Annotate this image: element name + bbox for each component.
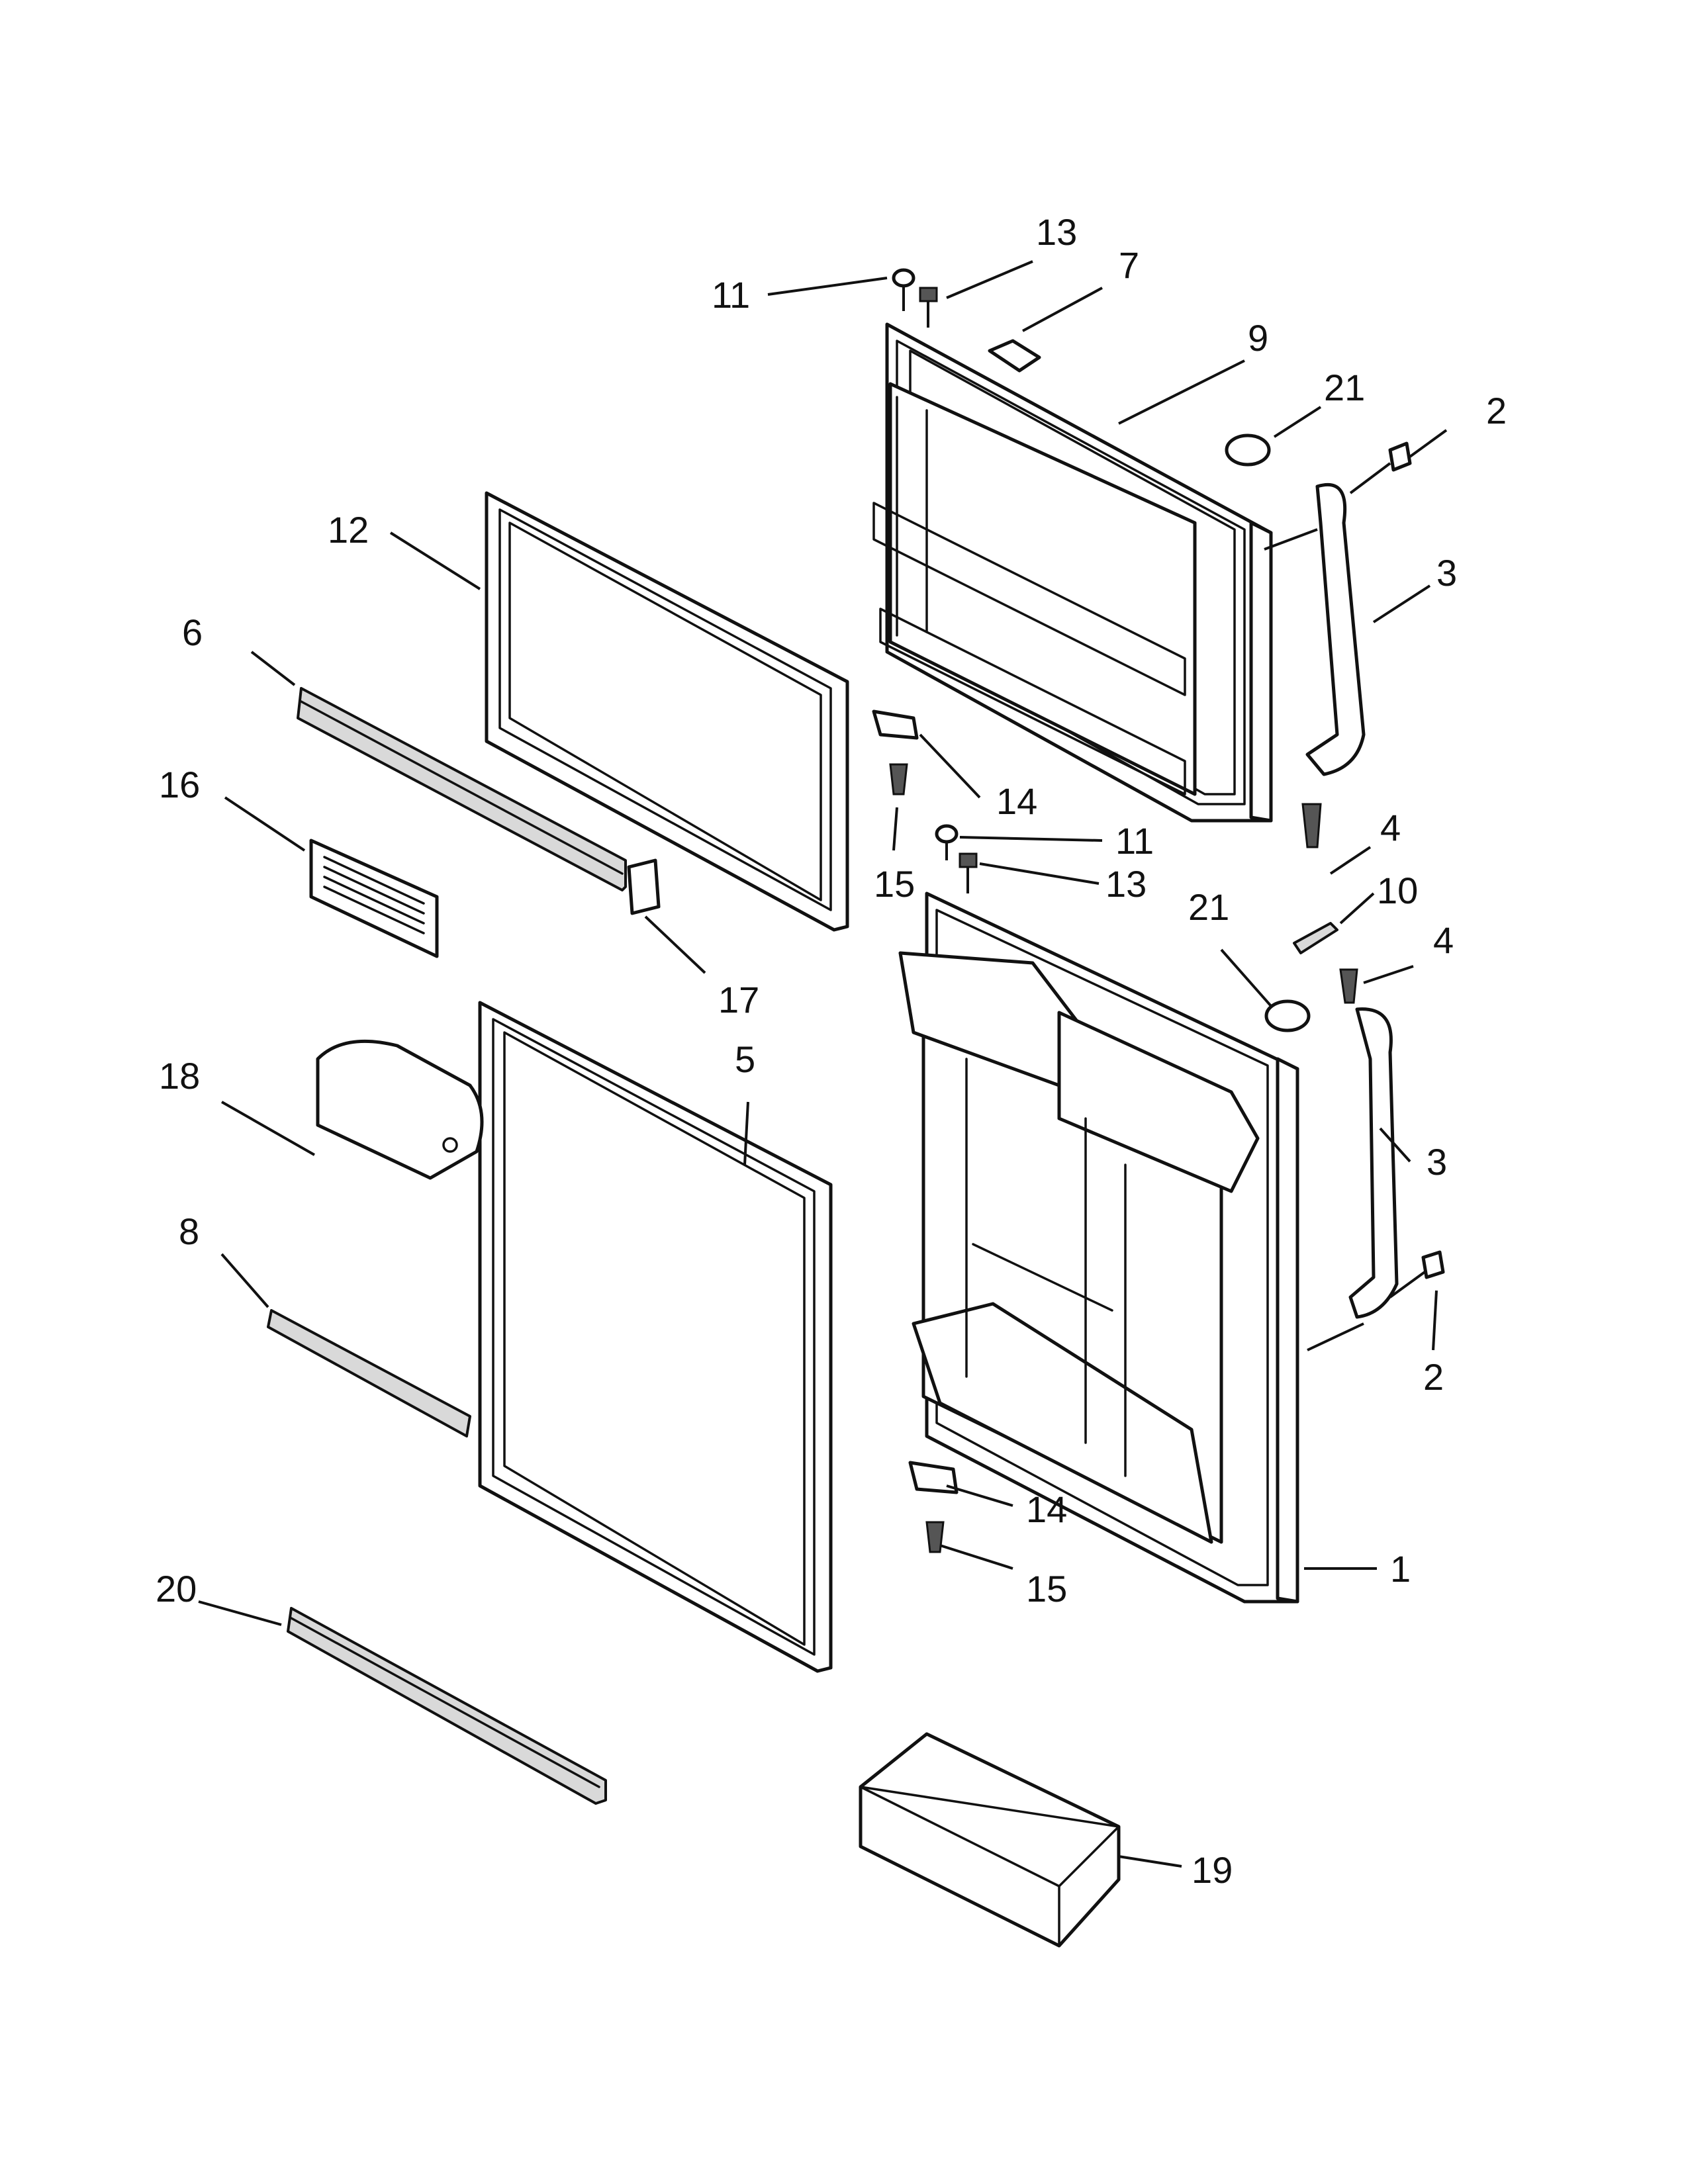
callout-18: 18 (159, 1055, 200, 1097)
callout-7: 7 (1119, 244, 1139, 286)
callout-3: 3 (1436, 552, 1457, 594)
callout-4: 4 (1380, 807, 1401, 848)
callout-20: 20 (156, 1568, 197, 1610)
callout-15: 15 (874, 863, 915, 905)
callout-21: 21 (1188, 886, 1229, 928)
callout-10: 10 (1377, 870, 1418, 911)
screw-4a (1301, 803, 1322, 848)
screw-13b (959, 852, 978, 893)
spacer-2b (1421, 1250, 1445, 1279)
callout-15: 15 (1026, 1568, 1067, 1610)
callout-2: 2 (1486, 390, 1507, 432)
freezer-door-gasket (485, 491, 849, 932)
screw-15b (925, 1521, 945, 1553)
hinge-14b (908, 1461, 959, 1494)
callout-16: 16 (159, 764, 200, 805)
callout-14: 14 (1026, 1488, 1067, 1530)
trim-strip-8 (267, 1309, 471, 1437)
plug-11a (892, 268, 915, 311)
callout-labels: 13 11 7 9 21 2 12 3 6 16 14 4 11 15 13 1… (156, 211, 1507, 1891)
fresh-food-door-gasket (478, 1001, 833, 1673)
callout-21: 21 (1324, 367, 1365, 408)
handle-fresh-food (1348, 1007, 1399, 1319)
hinge-pin-cover-21b (1264, 999, 1311, 1032)
door-bin-19 (859, 1732, 1121, 1948)
dairy-door-16 (309, 839, 439, 958)
callout-6: 6 (182, 612, 203, 653)
shim-10 (1293, 922, 1338, 954)
hinge-14a (872, 709, 919, 740)
freezer-door (872, 322, 1273, 823)
handle-freezer (1305, 482, 1366, 776)
leader-lines (198, 260, 1448, 1868)
callout-3: 3 (1427, 1141, 1447, 1183)
callout-12: 12 (328, 509, 369, 551)
pin-line-fresh (1307, 1269, 1428, 1351)
screw-15a (889, 763, 908, 796)
callout-5: 5 (735, 1038, 755, 1080)
spacer-2a (1388, 441, 1412, 472)
pin-line-freezer (1264, 462, 1391, 551)
callout-13: 13 (1105, 863, 1147, 905)
callout-13: 13 (1036, 211, 1077, 253)
callout-9: 9 (1248, 317, 1268, 359)
callout-11: 11 (1115, 820, 1154, 862)
fresh-food-door (898, 891, 1299, 1604)
clip-17 (627, 858, 661, 915)
hinge-pin-cover-21a (1225, 433, 1271, 467)
callout-14: 14 (996, 780, 1037, 822)
callout-19: 19 (1192, 1849, 1233, 1891)
callout-1: 1 (1390, 1548, 1411, 1590)
callout-4: 4 (1433, 919, 1454, 961)
trim-strip-20 (287, 1607, 607, 1805)
seal-ring-7 (988, 339, 1041, 373)
callout-2: 2 (1423, 1356, 1444, 1398)
butter-bin-18 (316, 1039, 484, 1180)
trim-strip-6 (297, 687, 627, 891)
screw-4b (1339, 968, 1358, 1004)
plug-11b (935, 824, 959, 860)
callout-8: 8 (179, 1210, 199, 1252)
callout-17: 17 (718, 979, 759, 1021)
callout-11: 11 (712, 274, 750, 316)
screw-13a (919, 287, 938, 328)
